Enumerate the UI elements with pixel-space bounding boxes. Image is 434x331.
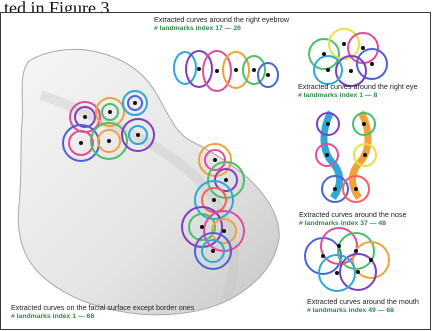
caption-face-landmarks: # landmarks index 1 — 68 [11,313,194,322]
eyebrow-panel [174,51,278,91]
caption-eye: Extracted curves around the right eye # … [298,83,417,100]
caption-nose-title: Extracted curves around the nose [299,211,406,220]
caption-nose-landmarks: # landmarks index 37 — 48 [299,220,406,229]
eye-panel [309,29,387,86]
caption-nose: Extracted curves around the nose # landm… [299,211,406,228]
nose-panel [316,112,376,202]
caption-eyebrow-landmarks: # landmarks index 17 — 26 [154,25,289,34]
caption-eye-title: Extracted curves around the right eye [298,83,417,92]
mouth-panel [305,228,389,291]
caption-mouth-title: Extracted curves around the mouth [307,298,419,307]
face-mesh [18,49,279,314]
caption-eye-landmarks: # landmarks index 1 — 8 [298,92,417,101]
caption-face: Extracted curves on the facial surface e… [11,304,194,321]
figure-art [1,13,431,330]
caption-eyebrow: Extracted curves around the right eyebro… [154,16,289,33]
figure-frame: Extracted curves around the right eyebro… [0,12,431,330]
caption-eyebrow-title: Extracted curves around the right eyebro… [154,16,289,25]
caption-face-title: Extracted curves on the facial surface e… [11,304,194,313]
caption-mouth-landmarks: # landmarks index 49 — 68 [307,307,419,316]
caption-mouth: Extracted curves around the mouth # land… [307,298,419,315]
